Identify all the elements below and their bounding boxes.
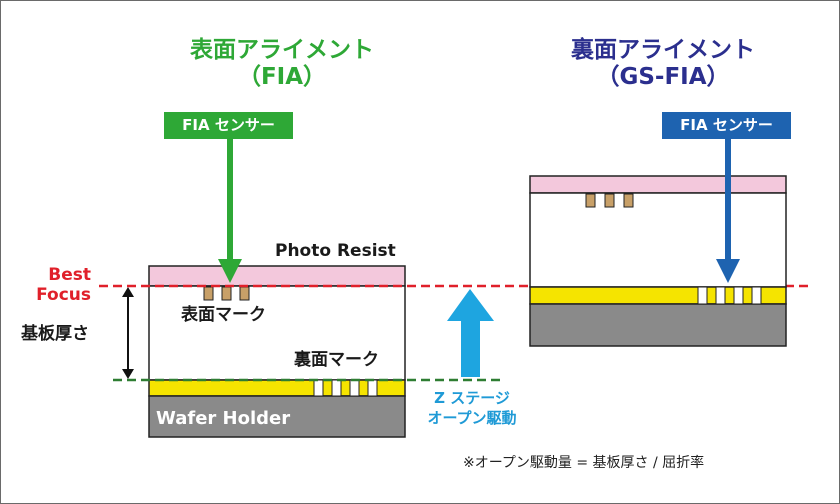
front-yellow-layer: [148, 379, 406, 397]
front-mark-label: 表面マーク: [181, 305, 266, 325]
right-back-mark-gap-3: [733, 286, 744, 305]
back-substrate: [529, 192, 787, 288]
back-mark-gap-3: [349, 379, 360, 397]
front-sensor-arrow-head: [218, 259, 242, 283]
front-mark-1: [203, 286, 214, 301]
thickness-arrow-bottom: [122, 369, 134, 379]
front-wafer-holder: [148, 395, 406, 438]
right-back-mark-gap-4: [751, 286, 762, 305]
right-front-mark-1: [585, 193, 596, 208]
back-sensor-arrow-head: [716, 259, 740, 283]
thickness-arrow-top: [122, 287, 134, 297]
front-alignment-subtitle: （FIA）: [237, 64, 327, 90]
right-back-mark-gap-2: [715, 286, 726, 305]
back-mark-gap-1: [313, 379, 324, 397]
best-focus-label-line1: Best: [48, 265, 91, 285]
front-alignment-title: 表面アライメント: [190, 37, 374, 63]
front-mark-2: [221, 286, 232, 301]
front-sensor-box: [164, 112, 293, 139]
best-focus-label-line2: Focus: [36, 285, 91, 305]
z-stage-label-line2: オープン駆動: [427, 409, 517, 427]
front-substrate: [148, 285, 406, 381]
back-alignment-title: 裏面アライメント: [571, 37, 755, 63]
back-sensor-label: FIA センサー: [680, 116, 773, 134]
right-front-mark-3: [623, 193, 634, 208]
back-mark-gap-4: [367, 379, 378, 397]
front-photo-resist-layer: [148, 265, 406, 287]
z-stage-label-line1: Z ステージ: [434, 389, 510, 407]
front-sensor-label: FIA センサー: [182, 116, 275, 134]
back-sensor-box: [662, 112, 791, 139]
back-wafer-holder: [529, 303, 787, 347]
right-front-mark-2: [604, 193, 615, 208]
back-alignment-subtitle: （GS-FIA）: [596, 64, 730, 90]
back-yellow-layer: [529, 286, 787, 305]
wafer-holder-label: Wafer Holder: [156, 408, 291, 429]
back-mark-label: 裏面マーク: [294, 350, 379, 370]
z-stage-arrow: [447, 289, 494, 377]
footnote: ※オープン駆動量 = 基板厚さ / 屈折率: [463, 455, 705, 471]
substrate-thickness-label: 基板厚さ: [21, 324, 89, 344]
back-photo-resist-layer: [529, 175, 787, 194]
front-mark-3: [239, 286, 250, 301]
photo-resist-label: Photo Resist: [275, 241, 396, 261]
back-mark-gap-2: [331, 379, 342, 397]
right-back-mark-gap-1: [697, 286, 708, 305]
